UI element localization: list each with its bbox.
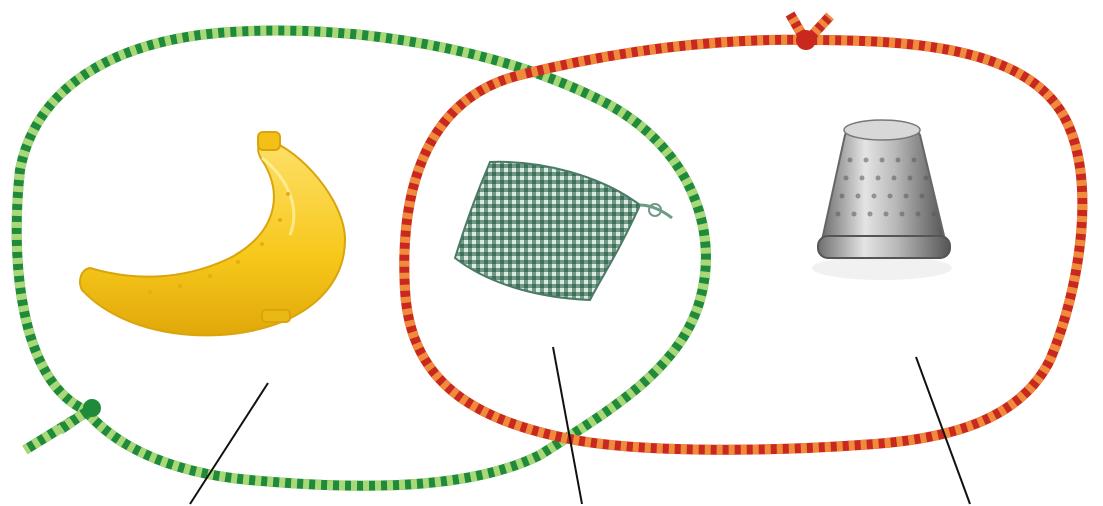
green-rope-loop	[11, 25, 711, 491]
thimble-icon	[812, 119, 952, 280]
pointer-line-overlap	[552, 346, 583, 505]
pointer-line-green-only	[189, 382, 269, 505]
checked-cloth-icon	[453, 160, 673, 302]
pointer-lines	[189, 346, 971, 505]
banana-case-icon	[79, 131, 347, 337]
red-rope-loop	[399, 11, 1088, 455]
pointer-line-red-only	[915, 356, 971, 505]
